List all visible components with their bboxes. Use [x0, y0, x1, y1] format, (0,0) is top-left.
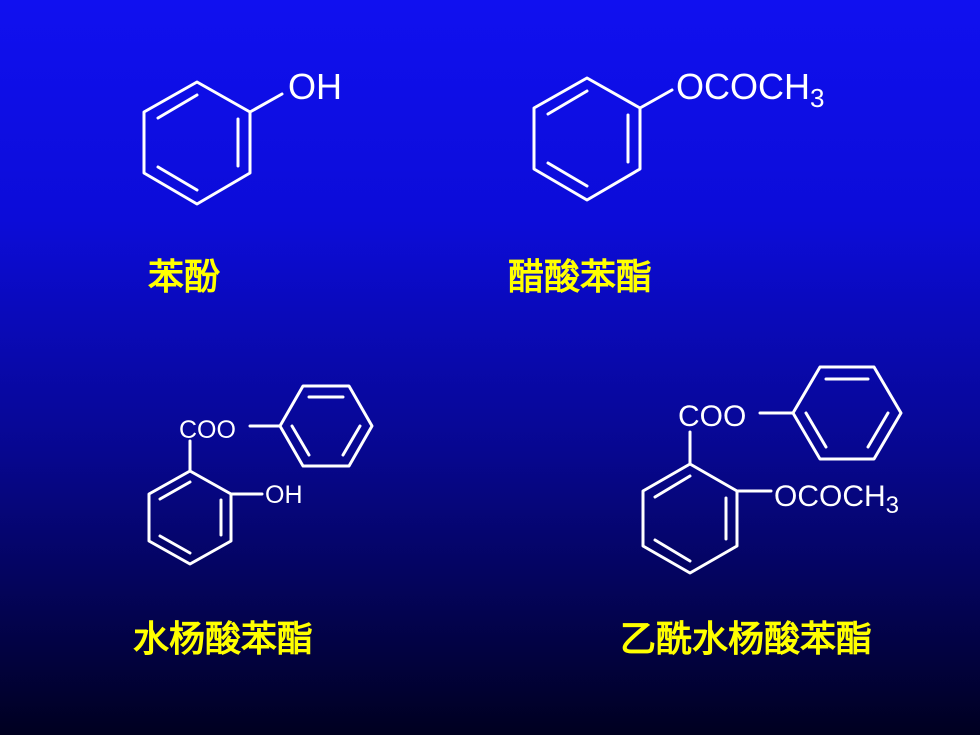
benzene-ring	[532, 76, 642, 202]
compound-name-phenyl-acetylsalicylate: 乙酰水杨酸苯酯	[620, 619, 873, 660]
ester-group: COO	[678, 400, 746, 433]
ester-group: COO	[179, 416, 236, 444]
phenyl-ring-upper	[791, 365, 903, 461]
benzene-ring-lower	[147, 469, 233, 566]
subscript-3: 3	[810, 83, 824, 113]
benzene-ring-lower	[641, 462, 739, 575]
acetoxy-group: OCOCH3	[774, 480, 899, 519]
compound-name-phenol: 苯酚	[148, 257, 221, 298]
benzene-ring	[142, 80, 252, 206]
phenol-structure: OH	[142, 66, 342, 206]
phenyl-acetate-structure: OCOCH3	[532, 66, 824, 202]
bond-to-acetoxy	[638, 88, 674, 110]
compound-name-phenyl-salicylate: 水杨酸苯酯	[133, 619, 314, 660]
phenyl-acetylsalicylate-structure: COO OCOCH3	[641, 365, 903, 575]
phenyl-salicylate-structure: COO OH	[147, 384, 374, 566]
phenyl-ring-upper	[278, 384, 374, 468]
hydroxyl-group: OH	[265, 481, 303, 509]
acetoxy-group: OCOCH3	[676, 66, 824, 113]
hydroxyl-group: OH	[288, 66, 342, 107]
compound-name-phenyl-acetate: 醋酸苯酯	[508, 257, 653, 298]
bond-to-oh	[248, 92, 284, 114]
subscript-3: 3	[886, 492, 899, 519]
